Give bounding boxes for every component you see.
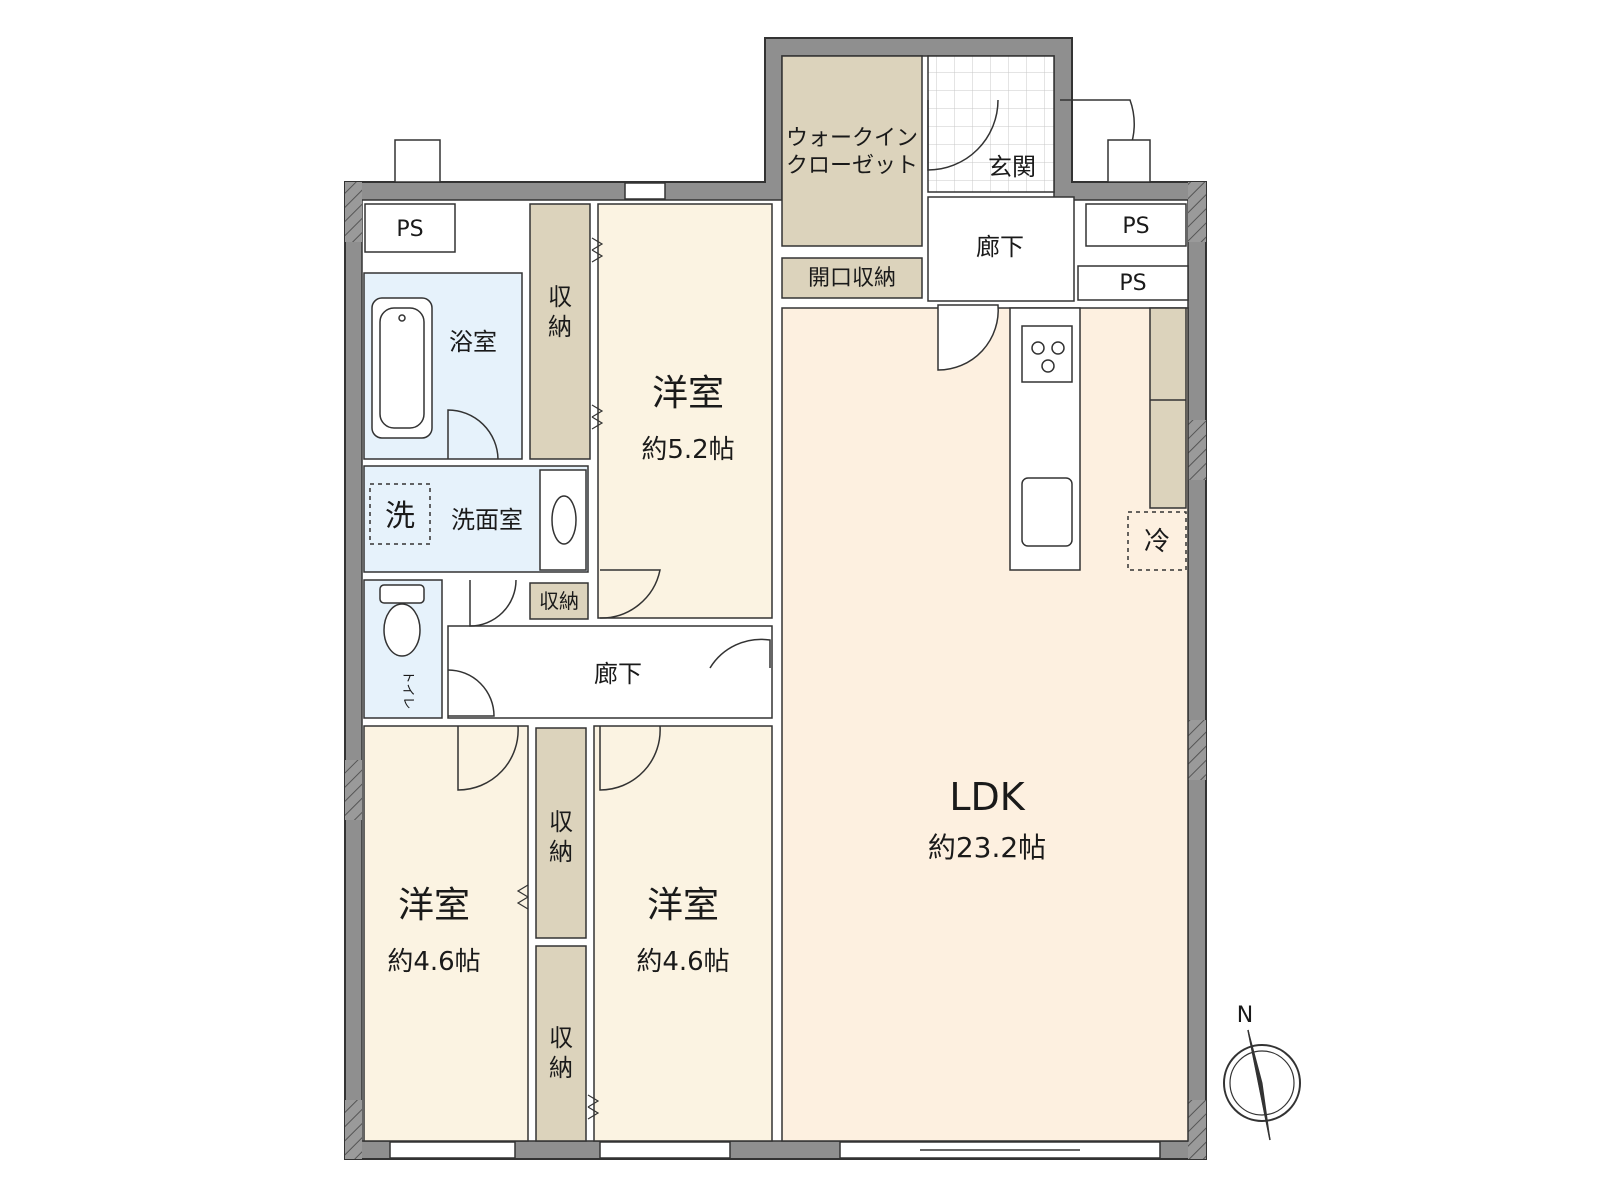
bedroom-1-name: 洋室 bbox=[652, 373, 724, 414]
ldk-size: 約23.2帖 bbox=[928, 831, 1046, 864]
sliding-marks bbox=[516, 237, 604, 1120]
ps-left-label: PS bbox=[396, 217, 423, 242]
washer-space bbox=[369, 483, 431, 545]
storage-2-label: 収納 bbox=[549, 808, 573, 866]
windows bbox=[389, 182, 1161, 1159]
washroom-label: 洗面室 bbox=[451, 506, 523, 534]
storage-small-label: 収納 bbox=[539, 589, 579, 613]
ps-right-2-label: PS bbox=[1119, 271, 1146, 296]
toilet-icon bbox=[379, 584, 425, 657]
doors bbox=[394, 99, 1151, 791]
bedroom-3-name: 洋室 bbox=[647, 885, 719, 926]
storage-3-label: 収納 bbox=[549, 1024, 573, 1082]
bathroom-label: 浴室 bbox=[449, 328, 497, 356]
compass-north-label: N bbox=[1237, 1003, 1253, 1028]
toilet-label: トイレ bbox=[400, 670, 415, 709]
room-fills bbox=[363, 55, 1189, 1142]
kitchen-counter bbox=[1009, 307, 1187, 571]
open-storage-label: 開口収納 bbox=[808, 266, 896, 291]
bedroom-2-size: 約4.6帖 bbox=[387, 947, 480, 977]
fridge-label: 冷 bbox=[1144, 527, 1170, 557]
storage-1-label: 収納 bbox=[548, 283, 572, 341]
ps-right-1-label: PS bbox=[1122, 214, 1149, 239]
bedroom-3-size: 約4.6帖 bbox=[636, 947, 729, 977]
walk-in-closet-label: ウォークインクローゼット bbox=[786, 126, 918, 179]
compass-icon: N bbox=[1223, 1003, 1301, 1141]
hall-top-label: 廊下 bbox=[976, 233, 1024, 261]
bedroom-1-size: 約5.2帖 bbox=[641, 435, 734, 465]
bedroom-2-name: 洋室 bbox=[398, 885, 470, 926]
fridge-space bbox=[1127, 511, 1187, 571]
room-labels: ウォークインクローゼット 玄関 廊下 開口収納 PS PS PS 浴室 収納 洋… bbox=[385, 126, 1170, 1082]
bathtub-icon bbox=[371, 297, 433, 439]
washer-label: 洗 bbox=[385, 499, 415, 534]
hall-mid-label: 廊下 bbox=[594, 660, 642, 688]
ldk-name: LDK bbox=[949, 775, 1025, 819]
washbasin-icon bbox=[539, 469, 587, 571]
entrance-label: 玄関 bbox=[988, 153, 1036, 181]
